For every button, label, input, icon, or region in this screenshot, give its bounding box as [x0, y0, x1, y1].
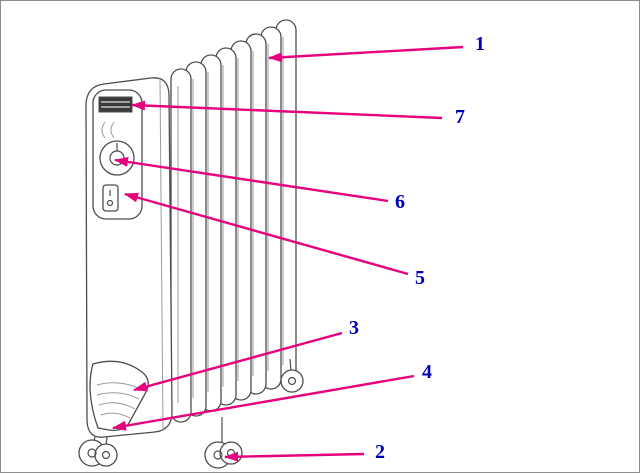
callout-label-3: 3 — [349, 317, 359, 339]
heat-wave-marks — [101, 121, 115, 139]
callout-label-1: 1 — [475, 33, 485, 55]
thermostat-knob — [99, 140, 135, 176]
display-vent — [98, 96, 133, 113]
callout-label-7: 7 — [455, 106, 465, 128]
callout-arrow-4 — [112, 374, 415, 431]
callout-label-4: 4 — [422, 361, 432, 383]
callout-arrow-3 — [133, 331, 343, 392]
callout-arrows — [112, 45, 464, 462]
callout-label-2: 2 — [375, 441, 385, 463]
caster-wheel-rear — [280, 358, 304, 393]
callout-label-5: 5 — [415, 267, 425, 289]
callout-label-6: 6 — [395, 191, 405, 213]
control-panel — [92, 89, 143, 220]
cable-wrap-cover — [89, 360, 149, 431]
callout-arrow-6 — [114, 156, 389, 203]
callout-arrow-7 — [131, 100, 443, 120]
callout-arrow-1 — [268, 45, 464, 63]
callout-arrow-2 — [224, 451, 365, 462]
callout-arrow-5 — [124, 192, 409, 276]
power-switch — [102, 184, 119, 212]
caster-wheel-front-left — [78, 436, 118, 467]
caster-wheel-front-right — [204, 417, 243, 469]
